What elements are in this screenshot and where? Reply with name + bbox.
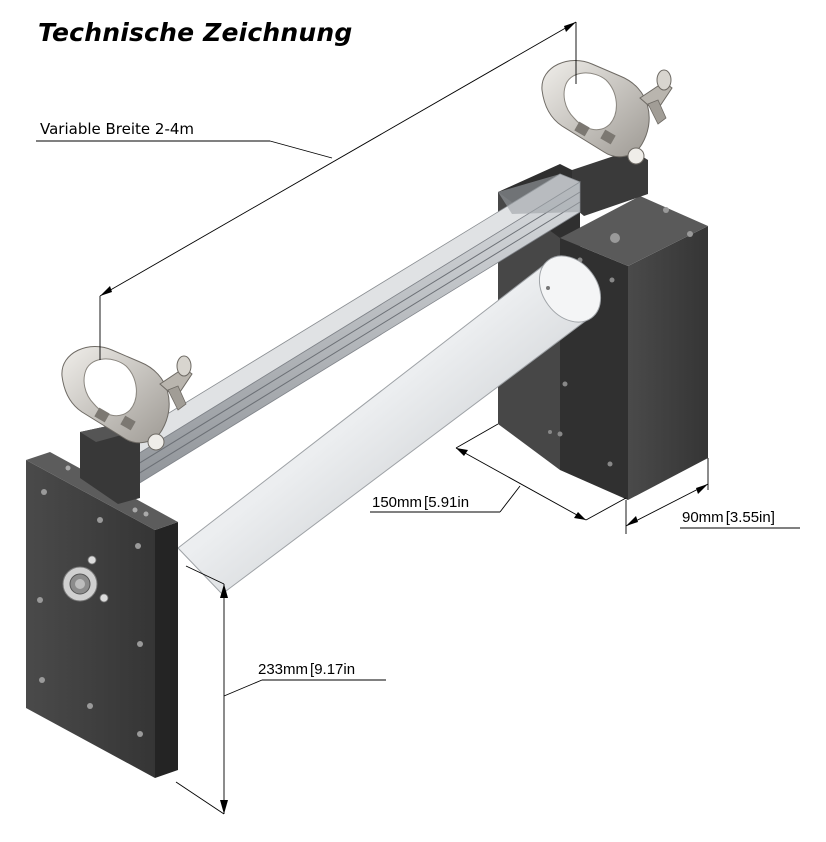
right-box-top: [560, 196, 708, 266]
tube-end: [538, 255, 602, 323]
clamp-left: [61, 345, 193, 451]
screw: [548, 430, 552, 434]
right-box-side: [628, 226, 708, 500]
spigot-connector: [62, 555, 109, 603]
screw: [37, 597, 43, 603]
screw: [41, 489, 47, 495]
screw: [137, 731, 143, 737]
height-label: 233mm[9.17in: [258, 661, 355, 678]
left-end-box: [26, 422, 178, 778]
screw: [562, 381, 568, 387]
left-box-front: [26, 460, 155, 778]
screw: [39, 677, 45, 683]
aluminium-tube: [177, 255, 602, 595]
screw: [135, 543, 141, 549]
right-box-mount: [572, 150, 648, 216]
screw: [557, 431, 563, 437]
thickness-label: 90mm[3.55in]: [682, 509, 775, 526]
rail-side-face: [498, 174, 580, 214]
dimension-depth: [370, 423, 627, 521]
dimension-height: [175, 565, 386, 815]
rail-groove: [111, 191, 581, 481]
depth-label: 150mm[5.91in: [372, 494, 469, 511]
width-label: Variable Breite 2-4m: [40, 120, 194, 138]
left-box-side: [155, 522, 178, 778]
screw: [610, 233, 620, 243]
screw: [97, 517, 103, 523]
screw: [137, 641, 143, 647]
drawing-title: Technische Zeichnung: [38, 18, 353, 47]
left-box-mount: [80, 422, 140, 504]
screw: [87, 703, 93, 709]
screw: [546, 286, 550, 290]
clamp-right: [541, 59, 673, 165]
rail-groove: [111, 201, 581, 491]
screw: [607, 461, 613, 467]
screw: [609, 277, 615, 283]
dimension-width: [36, 21, 577, 360]
screw: [687, 231, 693, 237]
screw: [65, 465, 71, 471]
screw: [132, 507, 138, 513]
screw: [143, 511, 149, 517]
screw: [663, 207, 669, 213]
dimension-thickness: [625, 458, 800, 534]
